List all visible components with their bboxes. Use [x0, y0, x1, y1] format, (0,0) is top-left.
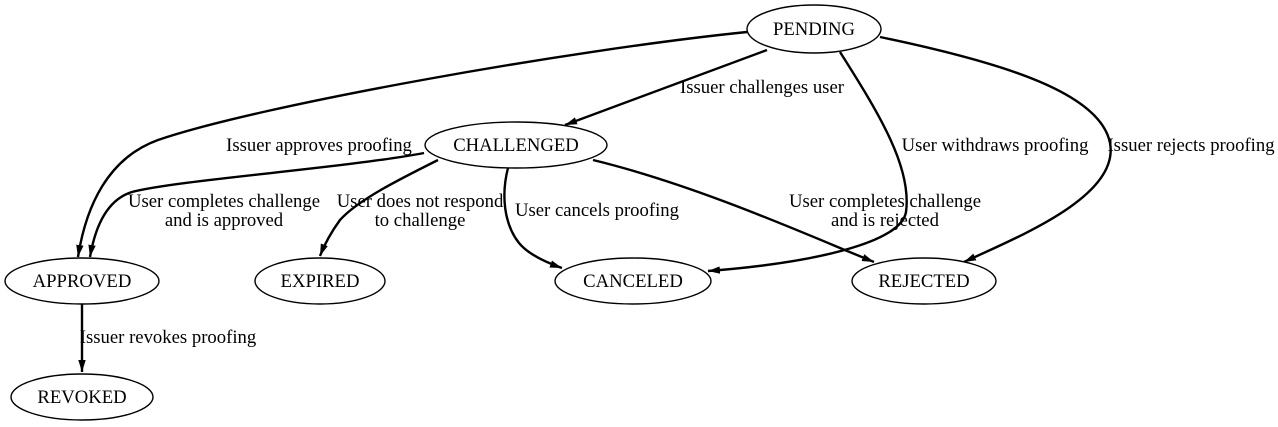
edge-labels-layer: Issuer challenges user Issuer approves p…: [80, 77, 1275, 348]
edge-label-user-withdraws-proofing: User withdraws proofing: [902, 135, 1089, 156]
edge-label-user-completes-challenge-rejected-line1: User completes challenge: [789, 191, 981, 212]
edge-label-user-does-not-respond-line1: User does not respond: [337, 191, 504, 212]
edge-challenged-rejected: [592, 158, 875, 264]
node-pending-ellipse: [746, 4, 882, 54]
node-canceled-ellipse: [554, 257, 712, 305]
node-revoked-label: REVOKED: [37, 387, 126, 408]
node-expired-ellipse: [254, 257, 386, 305]
edge-label-issuer-revokes-proofing: Issuer revokes proofing: [80, 327, 256, 348]
node-challenged-label: CHALLENGED: [453, 135, 579, 156]
edges-layer: [76, 30, 1112, 372]
node-rejected-label: REJECTED: [878, 271, 969, 292]
edge-label-issuer-approves-proofing: Issuer approves proofing: [226, 135, 412, 156]
edge-pending-rejected: [879, 35, 1112, 264]
edge-challenged-expired: [318, 158, 439, 257]
edge-label-user-completes-challenge-approved-line1: User completes challenge: [128, 191, 320, 212]
node-approved: APPROVED: [4, 257, 160, 305]
node-approved-label: APPROVED: [33, 271, 132, 292]
node-canceled: CANCELED: [554, 257, 712, 305]
edge-pending-canceled: [707, 51, 908, 274]
edge-challenged-approved: [88, 151, 425, 258]
nodes-layer: PENDING CHALLENGED APPROVED EXPIRED CANC…: [4, 4, 997, 421]
node-expired: EXPIRED: [254, 257, 386, 305]
edge-label-user-completes-challenge-rejected-line2: and is rejected: [831, 210, 940, 231]
node-pending: PENDING: [746, 4, 882, 54]
node-approved-ellipse: [4, 257, 160, 305]
node-expired-label: EXPIRED: [281, 271, 360, 292]
edge-label-user-cancels-proofing: User cancels proofing: [515, 200, 679, 221]
node-rejected-ellipse: [851, 257, 997, 305]
edge-label-issuer-challenges-user: Issuer challenges user: [680, 77, 845, 98]
node-revoked-ellipse: [10, 373, 154, 421]
edge-challenged-canceled: [503, 167, 563, 270]
node-rejected: REJECTED: [851, 257, 997, 305]
edge-label-user-completes-challenge-approved-line2: and is approved: [165, 210, 284, 231]
edge-label-issuer-rejects-proofing: Issuer rejects proofing: [1107, 135, 1274, 156]
edge-pending-challenged: [564, 48, 768, 127]
node-challenged: CHALLENGED: [424, 121, 608, 169]
node-pending-label: PENDING: [773, 19, 855, 40]
node-canceled-label: CANCELED: [583, 271, 683, 292]
node-challenged-ellipse: [424, 121, 608, 169]
node-revoked: REVOKED: [10, 373, 154, 421]
edge-pending-approved: [76, 30, 748, 258]
edge-label-user-does-not-respond-line2: to challenge: [375, 210, 466, 231]
